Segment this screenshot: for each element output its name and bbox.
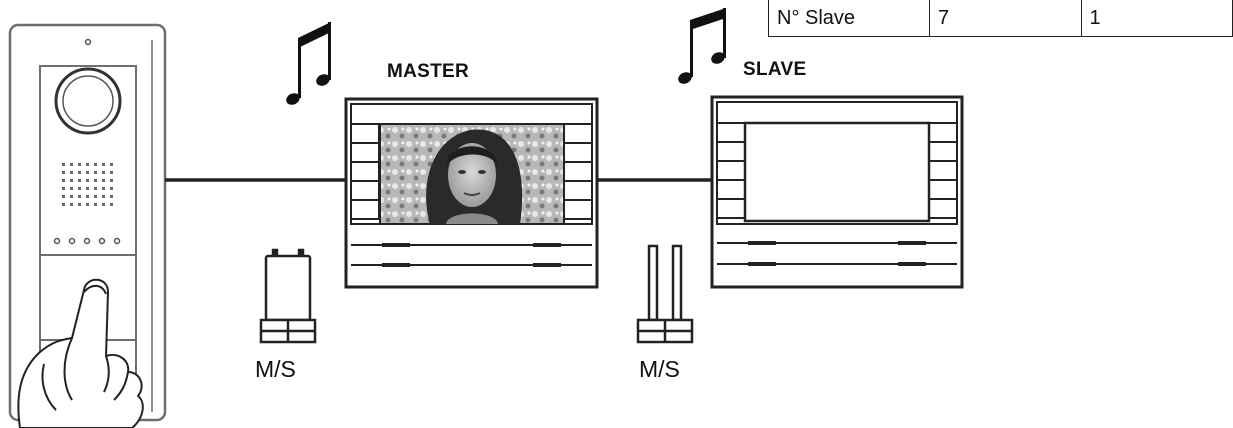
slave-number-table: N° Slave 7 1 (767, 0, 1233, 37)
camera-lens-icon (54, 67, 122, 135)
status-led-icon (84, 38, 92, 46)
hand-pressing-button-icon (17, 278, 144, 428)
table-row: N° Slave 7 1 (767, 0, 1233, 37)
master-label: MASTER (387, 61, 470, 82)
master-monitor-icon (344, 97, 599, 289)
video-screen-blank (743, 121, 931, 223)
music-note-master-icon (286, 22, 331, 105)
jumper-master-label: M/S (255, 356, 296, 382)
slave-monitor-icon (710, 95, 964, 289)
video-screen-face-image (379, 123, 565, 225)
slave-number-value-cell: 1 (1080, 0, 1233, 37)
indicator-dots-icon (53, 237, 121, 245)
slave-label: SLAVE (743, 59, 807, 80)
music-note-slave-icon (678, 8, 726, 84)
jumper-slave-label: M/S (639, 356, 680, 382)
jumper-closed-icon (259, 248, 317, 344)
slave-number-value-cell: 7 (929, 0, 1082, 37)
jumper-open-icon (636, 244, 694, 344)
speaker-grille-icon (62, 163, 113, 206)
slave-number-label-cell: N° Slave (767, 0, 931, 37)
